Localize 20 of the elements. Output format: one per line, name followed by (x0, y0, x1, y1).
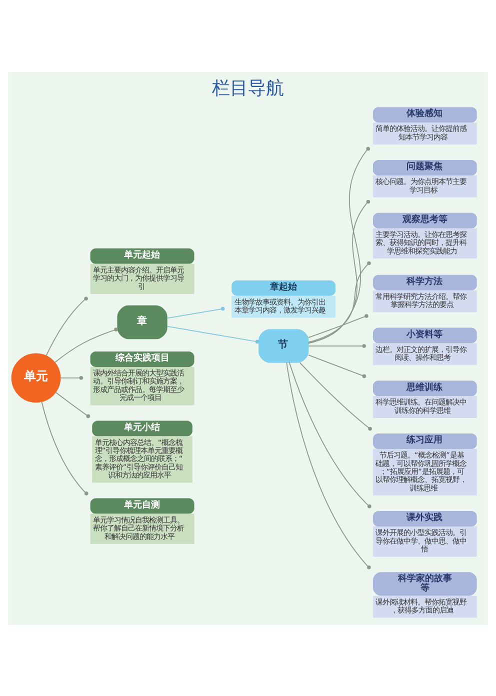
connector (308, 354, 366, 378)
connector (46, 296, 88, 356)
connector (286, 362, 371, 569)
node-box: 章 (117, 304, 168, 339)
connector (308, 260, 371, 342)
connector (166, 306, 225, 318)
connector (60, 376, 84, 380)
connector (308, 199, 370, 343)
connector (54, 327, 118, 362)
connector (308, 146, 370, 344)
connector (166, 325, 260, 344)
connector (308, 314, 368, 338)
connector (41, 400, 88, 495)
connector (299, 362, 372, 430)
connector (308, 344, 366, 348)
connector (288, 361, 372, 508)
node-box: 节 (258, 328, 309, 362)
connector (55, 391, 90, 418)
node-circle: 单元 (11, 352, 61, 402)
diagram-title: 栏目导航 (212, 77, 284, 98)
